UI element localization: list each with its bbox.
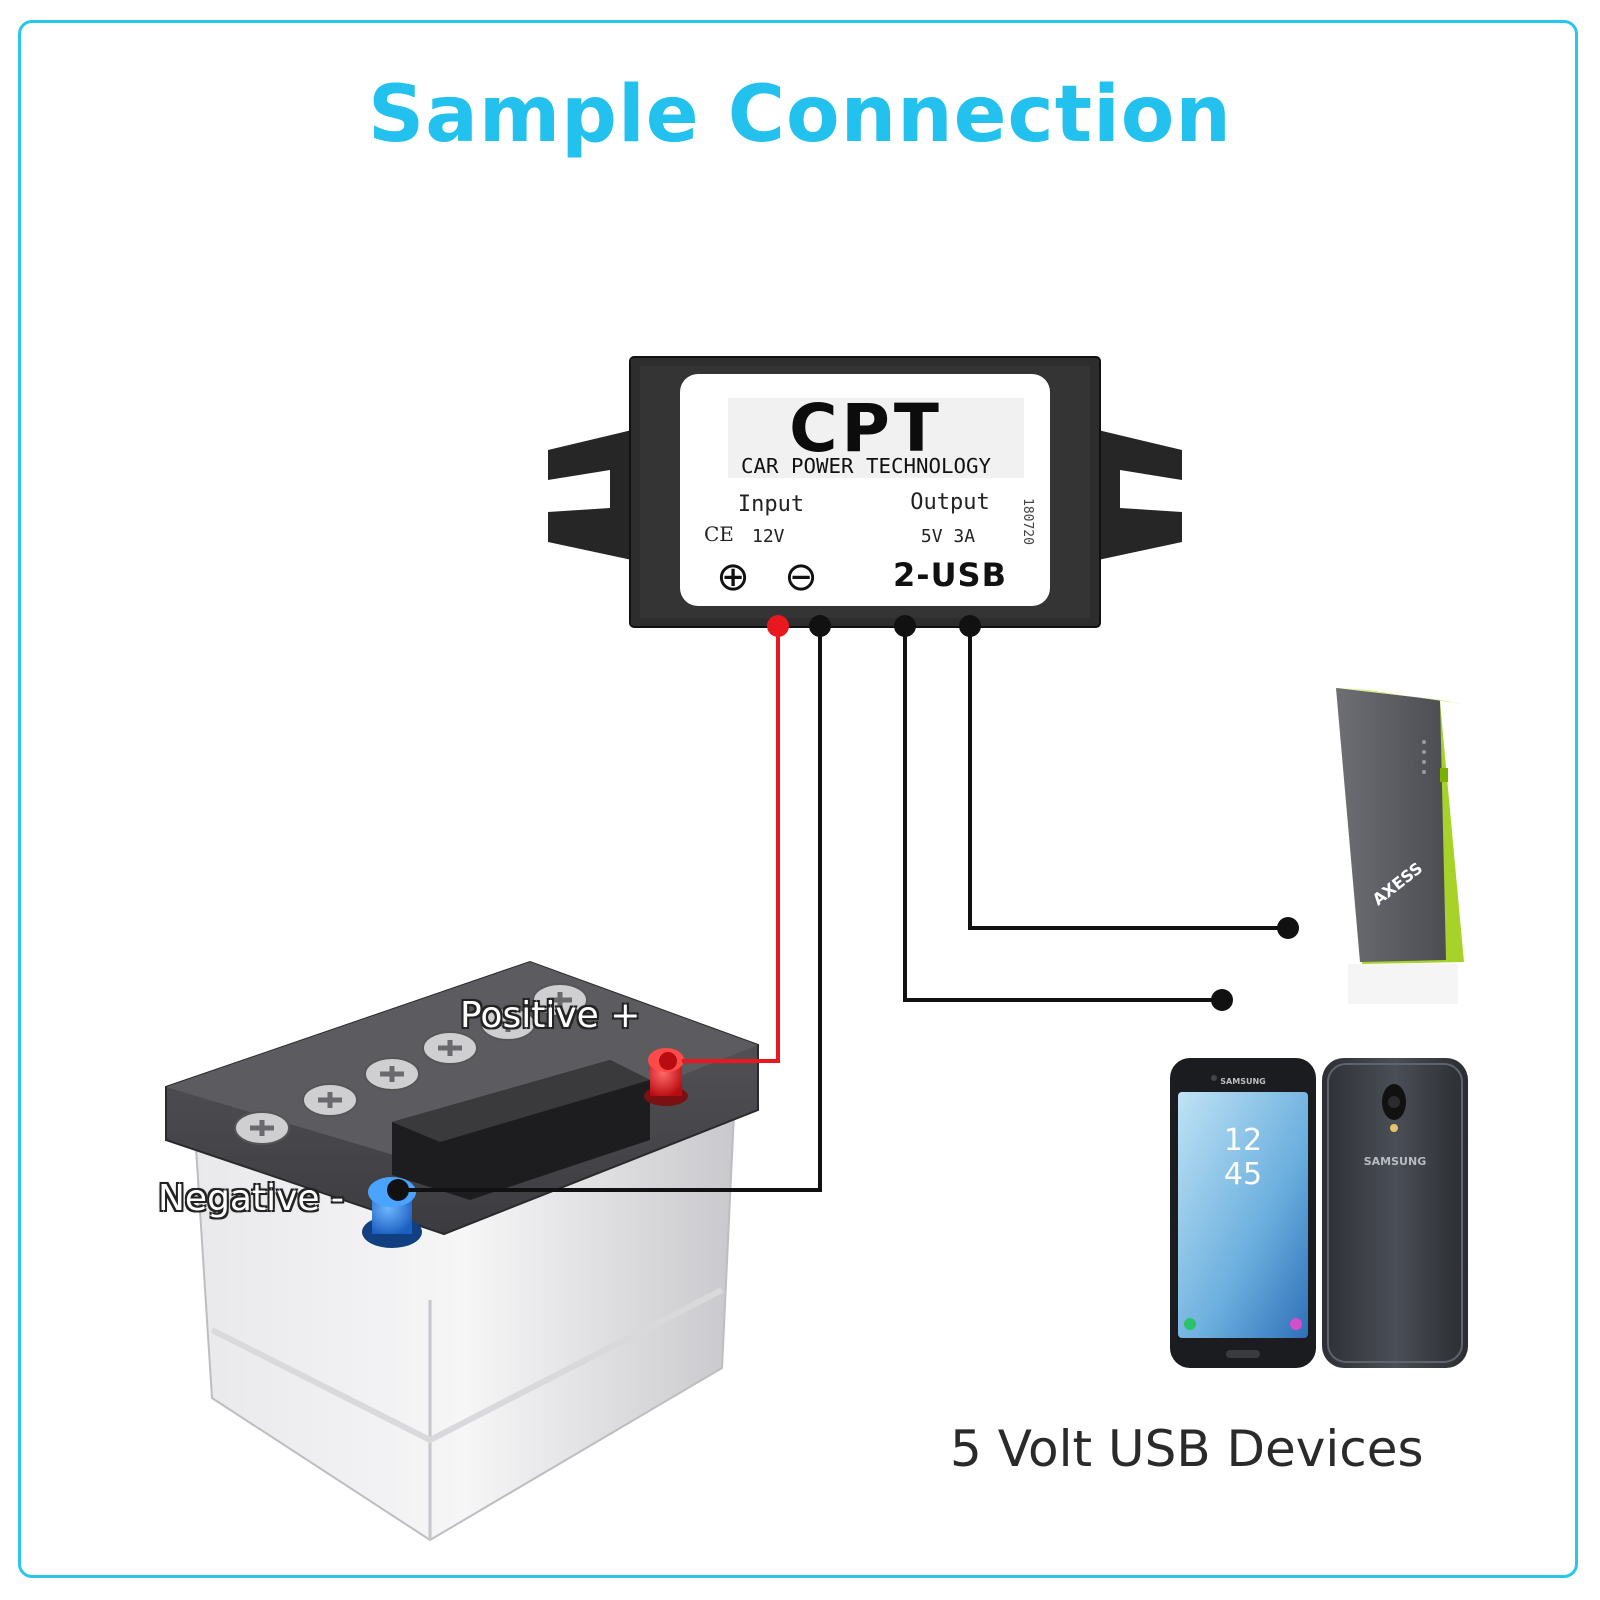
devices-caption: 5 Volt USB Devices <box>950 1420 1424 1478</box>
car-battery <box>165 960 759 1542</box>
output-label: Output <box>910 490 989 515</box>
diagram-frame <box>18 20 1578 1578</box>
ce-mark: CE <box>704 522 734 546</box>
vent-caps <box>234 983 588 1145</box>
usb-output-wire-powerbank <box>968 626 1288 930</box>
smartphone-front <box>1170 1058 1316 1368</box>
wire-connection-dots <box>387 615 1299 1201</box>
batch-code: 180720 <box>1020 498 1035 545</box>
smartphone-back <box>1322 1058 1468 1368</box>
phone-back-brand: SAMSUNG <box>1364 1155 1426 1168</box>
input-label: Input <box>738 492 804 517</box>
negative-terminal-label: Negative - <box>158 1178 344 1219</box>
plus-symbol: ⊕ <box>716 554 750 600</box>
left-mount-tab <box>548 430 632 560</box>
usb-label: 2-USB <box>893 556 1007 594</box>
page-title: Sample Connection <box>368 70 1232 160</box>
negative-terminal <box>362 1177 422 1248</box>
positive-terminal-label: Positive + <box>460 995 641 1036</box>
phone-clock-minutes: 45 <box>1224 1157 1262 1192</box>
power-bank-body <box>1336 688 1446 962</box>
converter-module <box>548 356 1182 628</box>
negative-wire <box>398 626 822 1192</box>
output-rating: 5V 3A <box>921 526 975 547</box>
wires <box>398 626 1288 1192</box>
phone-front-brand: SAMSUNG <box>1220 1077 1265 1086</box>
usb-output-wire-phone <box>903 626 1222 1002</box>
input-voltage: 12V <box>752 526 785 547</box>
power-bank <box>1336 688 1464 1004</box>
phone-clock-hours: 12 <box>1224 1123 1262 1158</box>
positive-wire <box>682 626 780 1063</box>
minus-symbol: ⊖ <box>784 554 818 600</box>
right-mount-tab <box>1098 430 1182 560</box>
converter-brand-full: CAR POWER TECHNOLOGY <box>741 454 991 478</box>
converter-brand: CPT <box>789 390 943 467</box>
